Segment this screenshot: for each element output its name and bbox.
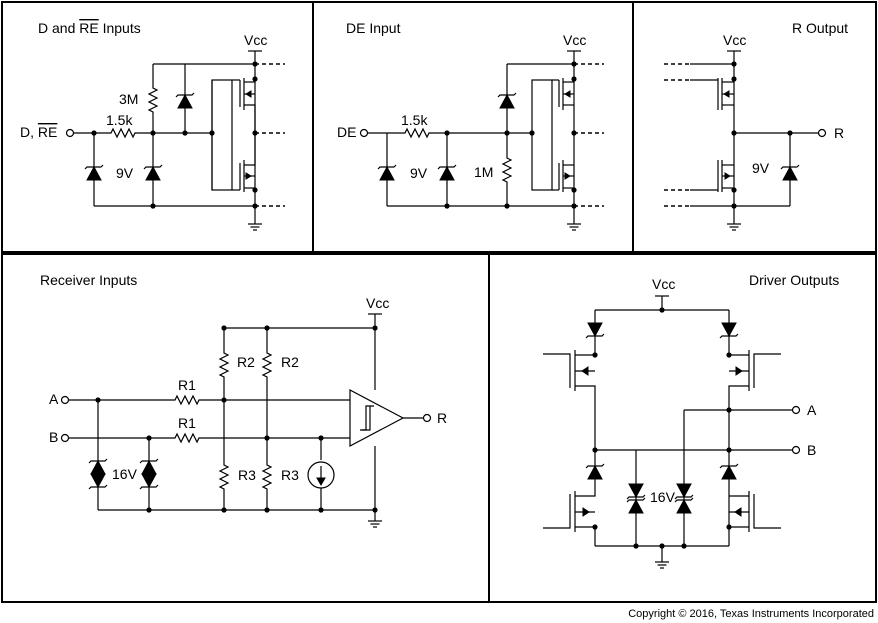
panel-frames	[1, 1, 877, 603]
pin-label-r: R	[834, 125, 844, 141]
zener-diode	[88, 473, 108, 490]
pin-label-b: B	[807, 442, 816, 458]
pin-label-d-re: D, RE	[20, 124, 57, 140]
copyright-text: Copyright © 2016, Texas Instruments Inco…	[628, 608, 874, 620]
zener-diode	[377, 164, 397, 181]
panel-title-de-input: DE Input	[346, 20, 401, 36]
panel-title-driver-outputs: Driver Outputs	[749, 272, 839, 288]
zener-diode	[626, 497, 646, 514]
pin-b	[791, 445, 801, 455]
pin-label-a: A	[807, 402, 817, 418]
zener-diode	[674, 497, 694, 514]
zener-diode	[139, 473, 159, 490]
zener-diode	[139, 458, 159, 475]
panel-title-receiver-inputs: Receiver Inputs	[40, 272, 137, 288]
vcc-label: Vcc	[244, 32, 267, 48]
res-label-r3: R3	[281, 467, 299, 483]
zener-label-9v: 9V	[752, 160, 770, 176]
schmitt-comparator-icon	[349, 389, 405, 447]
zener-diode	[437, 164, 457, 181]
zener-label-16v: 16V	[112, 466, 138, 482]
pin-a	[791, 405, 801, 415]
zener-diode	[175, 92, 195, 109]
pin-d-re	[65, 128, 75, 138]
zener-diode	[88, 458, 108, 475]
res-label-1k5: 1.5k	[401, 112, 428, 128]
pin-r	[817, 128, 827, 138]
pin-label-b: B	[49, 429, 58, 445]
panel-de-input: DE Input Vcc DE 1.5k 9V 1M	[337, 20, 604, 231]
pin-label-a: A	[49, 391, 59, 407]
zener-diode	[585, 322, 605, 339]
vcc-label: Vcc	[366, 295, 389, 311]
res-label-r1: R1	[178, 377, 196, 393]
panel-r-output: R Output Vcc R 9V	[664, 20, 848, 231]
zener-diode	[674, 483, 694, 500]
panel-title-d-re-inputs: D and RE Inputs	[38, 20, 141, 36]
pin-r	[422, 413, 432, 423]
pin-label-de: DE	[337, 124, 356, 140]
zener-diode	[84, 164, 104, 181]
zener-diode	[719, 322, 739, 339]
res-label-1m: 1M	[474, 164, 493, 180]
res-label-r3: R3	[238, 467, 256, 483]
panel-d-re-inputs: D and RE Inputs Vcc D, RE 1.5k 3M 9V	[20, 20, 285, 231]
zener-label-16v: 16V	[650, 489, 676, 505]
res-label-r2: R2	[237, 354, 255, 370]
pin-de	[359, 128, 369, 138]
res-label-r1: R1	[178, 415, 196, 431]
panel-driver-outputs: Driver Outputs Vcc A B	[543, 272, 839, 569]
pin-a	[60, 395, 70, 405]
res-label-3m: 3M	[119, 91, 138, 107]
vcc-label: Vcc	[563, 32, 586, 48]
res-label-r2: R2	[281, 354, 299, 370]
zener-diode	[143, 164, 163, 181]
zener-diode	[626, 483, 646, 500]
zener-diode	[497, 92, 517, 109]
zener-diode	[719, 463, 739, 480]
zener-label-9v: 9V	[410, 165, 428, 181]
pin-b	[60, 433, 70, 443]
zener-diode	[780, 164, 800, 181]
vcc-label: Vcc	[652, 276, 675, 292]
panel-receiver-inputs: Receiver Inputs Vcc A R1 B R1 16V	[40, 272, 447, 528]
res-label-1k5: 1.5k	[106, 112, 133, 128]
panel-title-r-output: R Output	[792, 20, 848, 36]
zener-label-9v: 9V	[116, 165, 134, 181]
pin-label-r: R	[437, 410, 447, 426]
vcc-label: Vcc	[723, 32, 746, 48]
